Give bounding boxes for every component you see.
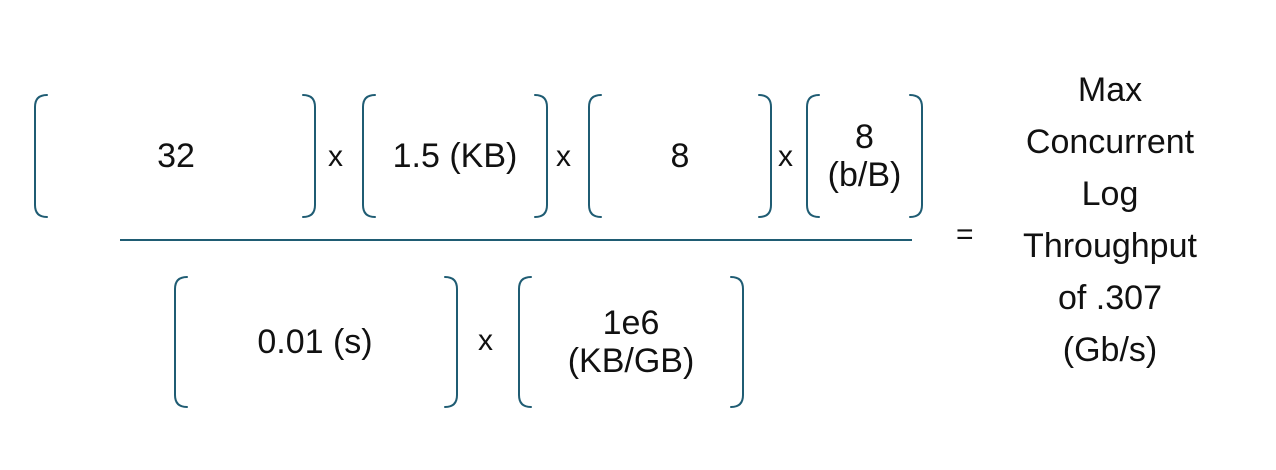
right-bracket	[730, 276, 744, 408]
term-value: 8	[855, 117, 874, 156]
numerator-term-log-size: 1.5 (KB)	[362, 94, 548, 218]
result-line: of .307	[1058, 279, 1162, 317]
result-line: Max	[1077, 71, 1143, 109]
term-unit: (b/B)	[827, 156, 902, 194]
left-bracket	[588, 94, 602, 218]
bracket-frame	[588, 94, 772, 218]
left-bracket	[34, 94, 48, 218]
numerator-term-bits-per-byte: 8 (b/B)	[806, 94, 923, 218]
result-label: Max Concurrent Log Throughput of .307 (G…	[990, 64, 1230, 376]
multiply-operator: x	[556, 140, 571, 173]
right-bracket	[758, 94, 772, 218]
equals-sign: =	[956, 218, 974, 251]
left-bracket	[174, 276, 188, 408]
term-unit: (KB/GB)	[567, 342, 695, 380]
denominator-term-latency: 0.01 (s)	[174, 276, 458, 408]
denominator-term-kb-per-gb: 1e6 (KB/GB)	[518, 276, 744, 408]
multiply-operator: x	[478, 324, 493, 357]
result-line: Concurrent	[1025, 123, 1195, 161]
left-bracket	[806, 94, 820, 218]
term-value: 32	[157, 136, 195, 175]
term-value: 8	[670, 136, 690, 175]
bracket-frame	[34, 94, 316, 218]
term-value: 1e6	[602, 303, 660, 342]
bracket-frame	[174, 276, 458, 408]
bracket-frame	[518, 276, 744, 408]
numerator-term-multiplier: 8	[588, 94, 772, 218]
left-bracket	[518, 276, 532, 408]
left-bracket	[362, 94, 376, 218]
multiply-operator: x	[328, 140, 343, 173]
right-bracket	[302, 94, 316, 218]
term-value: 0.01 (s)	[257, 322, 373, 361]
result-line: Throughput	[1023, 227, 1197, 265]
result-line: (Gb/s)	[1062, 331, 1158, 369]
right-bracket	[444, 276, 458, 408]
right-bracket	[909, 94, 923, 218]
result-line: Log	[1081, 175, 1139, 213]
bracket-frame	[362, 94, 548, 218]
fraction-bar	[120, 239, 912, 241]
numerator-term-concurrency: 32	[34, 94, 316, 218]
term-value: 1.5 (KB)	[392, 136, 518, 175]
bracket-frame	[806, 94, 923, 218]
right-bracket	[534, 94, 548, 218]
multiply-operator: x	[778, 140, 793, 173]
